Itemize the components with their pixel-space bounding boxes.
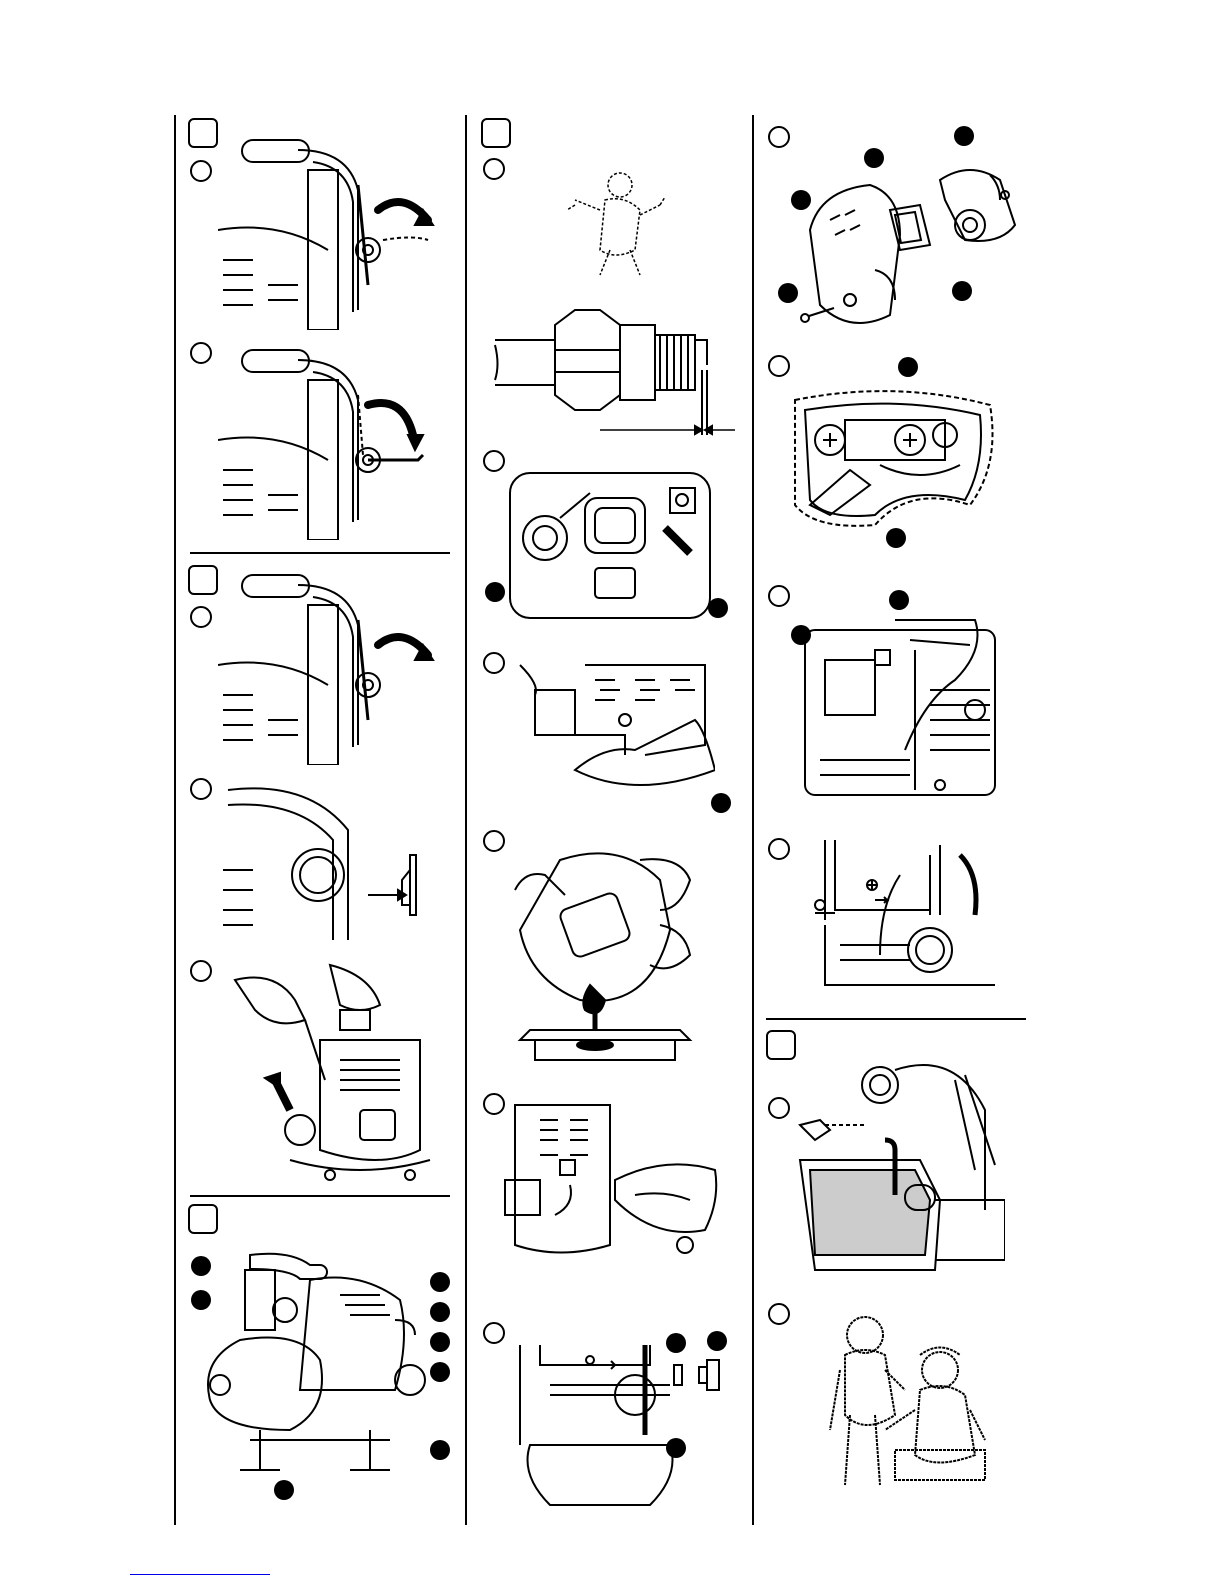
spark-plug-gap-figure <box>490 300 735 445</box>
callout-dot <box>889 590 909 610</box>
step-circle <box>768 585 790 607</box>
step-circle <box>768 126 790 148</box>
spark-plug-sketch-figure <box>565 160 670 290</box>
section-box <box>188 1204 218 1234</box>
callout-dot <box>886 528 906 548</box>
step-circle <box>768 355 790 377</box>
drain-pan-figure <box>795 1060 1005 1275</box>
step-circle <box>483 450 505 472</box>
callout-dot <box>274 1480 294 1500</box>
oil-fill-figure <box>495 1100 720 1260</box>
section-box <box>188 118 218 148</box>
callout-dot <box>430 1332 450 1352</box>
mechanics-figure <box>825 1310 990 1490</box>
section-box <box>766 1030 796 1060</box>
step-circle <box>190 778 212 800</box>
section-divider <box>766 1018 1026 1020</box>
callout-dot <box>430 1362 450 1382</box>
column-divider-3 <box>752 115 754 1525</box>
footer-link[interactable] <box>130 1574 270 1575</box>
pump-parts-figure <box>200 1240 430 1480</box>
callout-dot <box>707 1331 727 1351</box>
fuel-tank-figure <box>515 660 715 795</box>
carb-side-figure <box>510 1335 690 1510</box>
engine-top-figure <box>505 468 715 623</box>
callout-dot <box>898 357 918 377</box>
callout-dot <box>430 1440 450 1460</box>
oil-drain-figure <box>510 840 695 1070</box>
filter-cover-figure <box>790 385 995 530</box>
step-circle <box>190 342 212 364</box>
step-circle <box>483 830 505 852</box>
step-circle <box>483 158 505 180</box>
handle-up-figure-2 <box>218 565 443 765</box>
section-box <box>481 118 511 148</box>
handle-up-figure <box>218 130 443 330</box>
column-divider-2 <box>465 115 467 1525</box>
callout-dot <box>954 126 974 146</box>
carb-detail-figure <box>810 835 1000 990</box>
step-circle <box>483 1322 505 1344</box>
step-circle <box>190 606 212 628</box>
callout-dot <box>430 1302 450 1322</box>
callout-dot <box>485 582 505 602</box>
step-circle <box>190 160 212 182</box>
air-filter-figure <box>790 150 1020 340</box>
callout-dot <box>711 793 731 813</box>
column-divider-1 <box>174 115 176 1525</box>
section-box <box>188 565 218 595</box>
section-divider <box>190 552 450 554</box>
step-circle <box>768 1097 790 1119</box>
handle-down-figure <box>218 340 443 540</box>
step-circle <box>190 960 212 982</box>
step-circle <box>768 838 790 860</box>
section-divider <box>190 1195 450 1197</box>
engine-side-figure <box>800 610 1000 800</box>
plug-side-figure <box>218 780 428 940</box>
step-circle <box>768 1303 790 1325</box>
cap-parts-figure <box>672 1355 727 1405</box>
priming-figure <box>230 960 445 1185</box>
step-circle <box>483 652 505 674</box>
callout-dot <box>430 1272 450 1292</box>
